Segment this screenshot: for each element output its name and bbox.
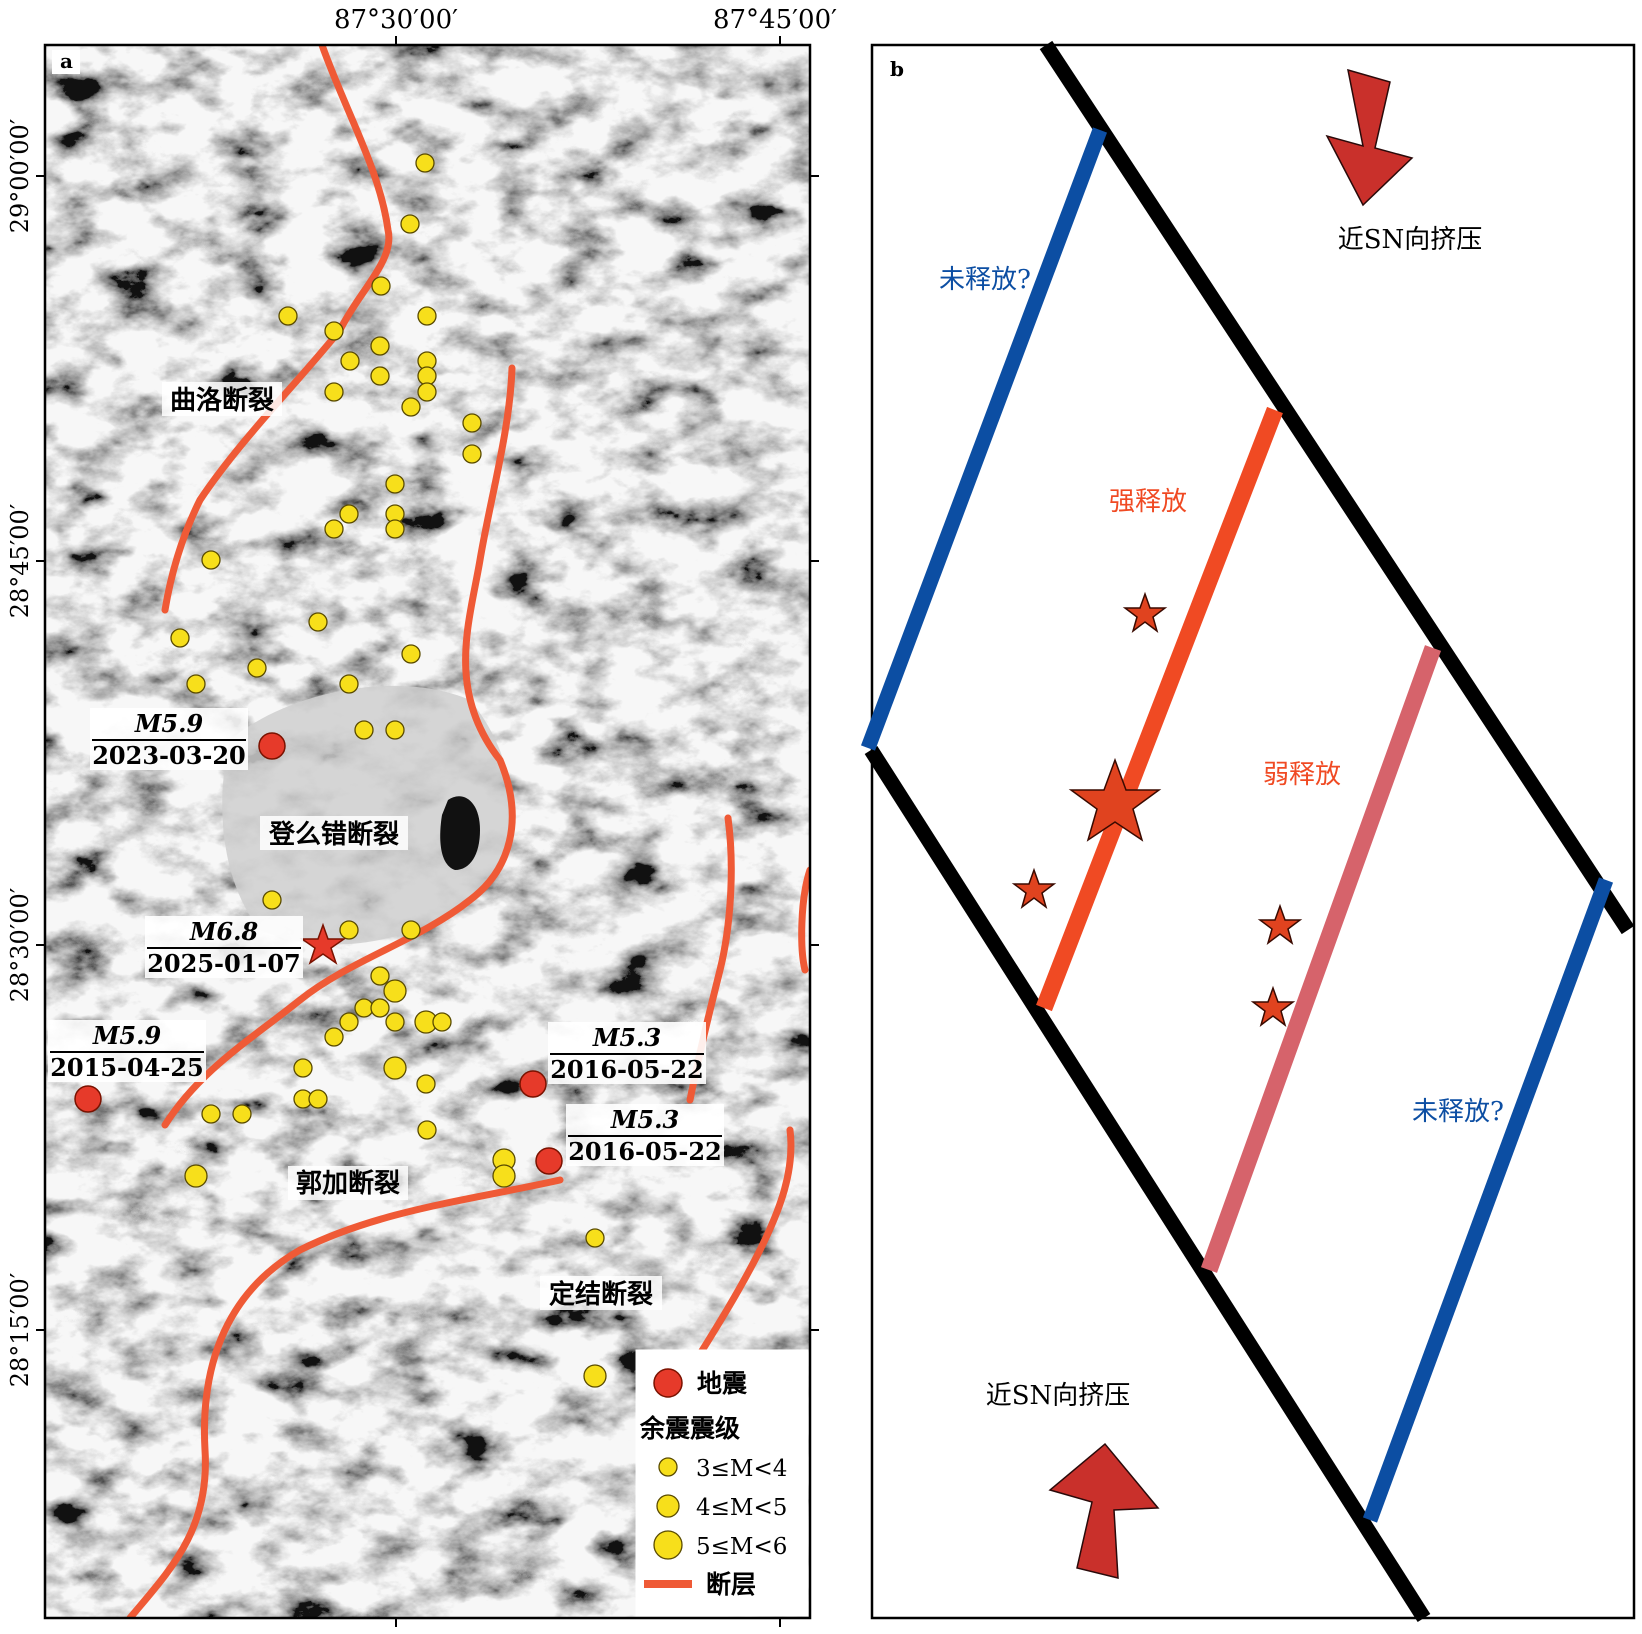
aftershocks — [170, 153, 607, 1388]
legend-m45-symbol — [656, 1494, 680, 1518]
event-stars — [1011, 591, 1303, 1027]
event-1-date: 2023-03-20 — [92, 741, 246, 770]
legend-m34-symbol — [658, 1457, 678, 1477]
event-5-mag: M5.3 — [610, 1105, 679, 1134]
panel-a-frame — [43, 43, 812, 1620]
lake — [440, 796, 480, 870]
quake-2016-a — [519, 1070, 547, 1098]
event-4-mag: M5.3 — [592, 1023, 661, 1052]
left-tick-3: 28°30′00′ — [6, 888, 34, 1003]
mainshocks — [74, 732, 563, 1175]
boundary-faults — [864, 40, 1635, 1623]
legend-quake-label: 地震 — [697, 1369, 748, 1398]
panel-a-label: a — [60, 49, 73, 73]
boundary-lower — [864, 745, 1431, 1623]
fault-labels: 曲洛断裂 登么错断裂 郭加断裂 定结断裂 — [162, 382, 662, 1310]
label-dengme: 登么错断裂 — [268, 819, 399, 850]
event-4-date: 2016-05-22 — [550, 1055, 704, 1084]
compression-top-label: 近SN向挤压 — [1338, 225, 1483, 255]
event-1-mag: M5.9 — [134, 709, 204, 738]
weak-release-label: 弱释放 — [1263, 760, 1341, 790]
legend-m34-label: 3≤M<4 — [696, 1456, 787, 1482]
axis-ticks — [36, 36, 819, 1627]
legend-m45-label: 4≤M<5 — [696, 1495, 787, 1521]
arrow-up — [1048, 1442, 1160, 1579]
event-2-date: 2025-01-07 — [147, 949, 301, 978]
event-2-mag: M6.8 — [189, 917, 259, 946]
event-3-mag: M5.9 — [92, 1021, 162, 1050]
star-2 — [1011, 867, 1057, 909]
arrow-down — [1325, 68, 1414, 207]
left-tick-2: 28°45′00′ — [6, 504, 34, 619]
strong-release-label: 强释放 — [1109, 487, 1187, 517]
unreleased-left-label: 未释放? — [939, 265, 1031, 295]
legend-m56-label: 5≤M<6 — [696, 1534, 787, 1560]
left-tick-1: 29°00′00′ — [6, 119, 34, 234]
compression-bottom-label: 近SN向挤压 — [986, 1381, 1131, 1411]
unreleased-right-label: 未释放? — [1412, 1097, 1504, 1127]
quake-2025-star — [299, 922, 347, 965]
strong-release-line — [1036, 406, 1283, 1012]
label-qulu: 曲洛断裂 — [170, 385, 274, 416]
left-tick-4: 28°15′00′ — [6, 1273, 34, 1388]
top-tick-1: 87°30′00′ — [334, 5, 458, 35]
quake-2016-b — [535, 1147, 563, 1175]
fault-guojia — [126, 1176, 564, 1618]
unreleased-right-line — [1362, 877, 1614, 1523]
legend: 地震 余震震级 3≤M<4 4≤M<5 5≤M<6 断层 — [635, 1349, 809, 1617]
legend-aftershock-title: 余震震级 — [639, 1414, 740, 1443]
fault-dingjie — [686, 1126, 795, 1374]
basin-area — [222, 685, 512, 945]
weak-release-line — [1201, 645, 1441, 1273]
event-labels: M5.9 2023-03-20 M6.8 2025-01-07 M5.9 201… — [48, 708, 724, 1166]
quake-2023 — [258, 732, 286, 760]
legend-m56-symbol — [653, 1530, 683, 1560]
event-3-date: 2015-04-25 — [50, 1053, 204, 1082]
star-3 — [1257, 903, 1303, 945]
quake-2015 — [74, 1085, 102, 1113]
star-4 — [1250, 985, 1296, 1027]
panel-a-map: 87°30′00′ 87°45′00′ 29°00′00′ 28°45′00′ … — [6, 5, 837, 1627]
star-main — [1068, 757, 1162, 842]
label-guojia: 郭加断裂 — [296, 1168, 400, 1199]
unreleased-left-line — [860, 127, 1108, 751]
label-dingjie: 定结断裂 — [549, 1279, 653, 1310]
legend-fault-label: 断层 — [706, 1570, 756, 1599]
event-5-date: 2016-05-22 — [568, 1137, 722, 1166]
fault-east-2 — [798, 866, 810, 974]
fault-dengme — [161, 364, 516, 1129]
panel-b-diagram: b 近SN向挤压 近SN向挤压 未释放? 未释放? 强释放 弱释放 — [860, 40, 1636, 1623]
legend-quake-symbol — [653, 1368, 683, 1398]
boundary-upper — [1039, 40, 1635, 935]
top-tick-2: 87°45′00′ — [713, 5, 837, 35]
panel-b-label: b — [890, 57, 904, 81]
star-1 — [1122, 591, 1168, 633]
